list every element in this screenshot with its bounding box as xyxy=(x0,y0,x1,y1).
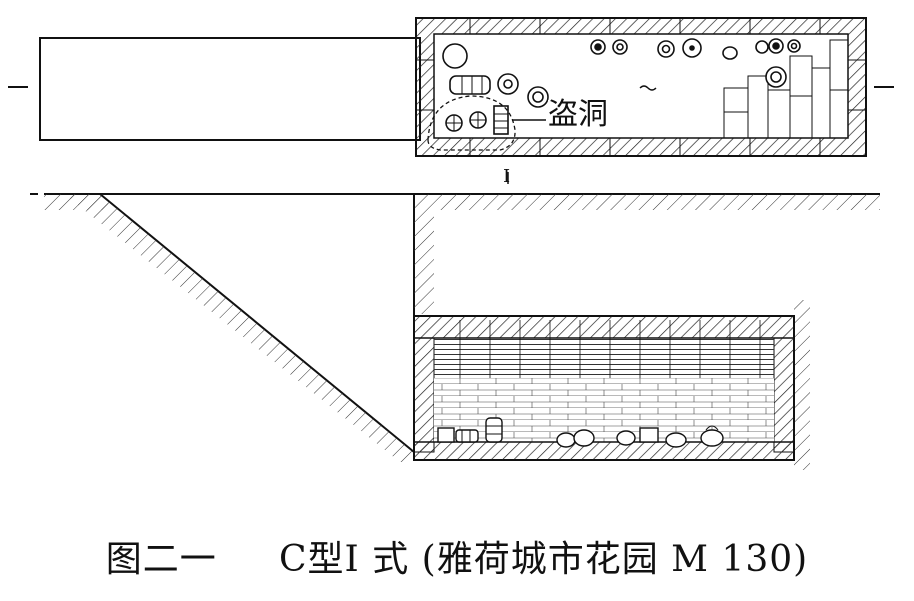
figure-caption: 图二一 C型I 式 (雅荷城市花园 M 130) xyxy=(0,530,914,582)
section-marker-label: I xyxy=(503,166,511,187)
tomb-drawing xyxy=(8,17,894,470)
brick-platform xyxy=(723,39,849,139)
chamber-roof xyxy=(413,315,795,339)
figure-number: 图二一 xyxy=(105,539,217,580)
robbers-hole-label: 盗洞 xyxy=(548,97,608,132)
section-view xyxy=(30,193,880,470)
figure-site: (雅荷城市花园 M 130) xyxy=(421,539,809,580)
grave-goods-plan xyxy=(442,38,801,135)
robbers-hole-outline xyxy=(427,95,516,151)
dromos-outline xyxy=(39,37,421,141)
figure-type: C型I 式 xyxy=(279,539,410,580)
plan-view xyxy=(8,17,894,184)
grave-goods-section xyxy=(437,417,724,448)
chamber-floor xyxy=(413,441,795,461)
